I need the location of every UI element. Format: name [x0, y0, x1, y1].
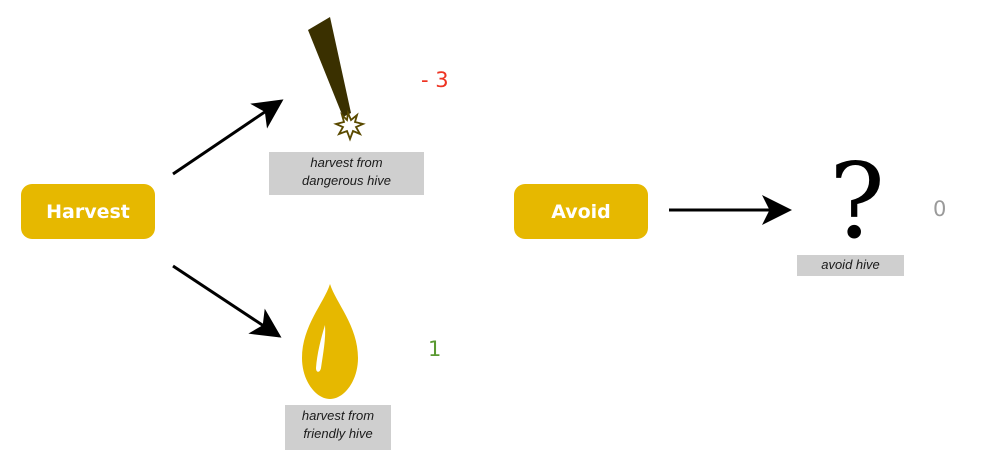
friendly-caption-line-1: harvest from — [301, 408, 375, 423]
dangerous-hive-reward: - 3 — [421, 68, 449, 92]
friendly-hive-reward: 1 — [428, 337, 442, 361]
sting-burst-icon — [333, 109, 366, 142]
arrow-harvest-to-dangerous — [172, 99, 284, 176]
avoid-hive-caption: avoid hive — [797, 255, 904, 276]
friendly-hive-caption: harvest from friendly hive — [285, 405, 391, 450]
honey-drop-icon — [302, 284, 358, 399]
harvest-button-label: Harvest — [46, 200, 130, 223]
dangerous-caption-line-2: dangerous hive — [302, 173, 391, 188]
harvest-button[interactable]: Harvest — [21, 184, 155, 239]
stinger-icon — [308, 17, 366, 142]
friendly-caption-line-2: friendly hive — [303, 426, 373, 441]
avoid-button-label: Avoid — [551, 200, 611, 223]
dangerous-hive-caption: harvest from dangerous hive — [269, 152, 424, 195]
avoid-button[interactable]: Avoid — [514, 184, 648, 239]
dangerous-caption-line-1: harvest from — [310, 155, 383, 170]
arrow-harvest-to-friendly — [172, 264, 282, 338]
avoid-hive-reward: 0 — [933, 197, 947, 221]
question-mark-icon: ? — [829, 140, 885, 262]
